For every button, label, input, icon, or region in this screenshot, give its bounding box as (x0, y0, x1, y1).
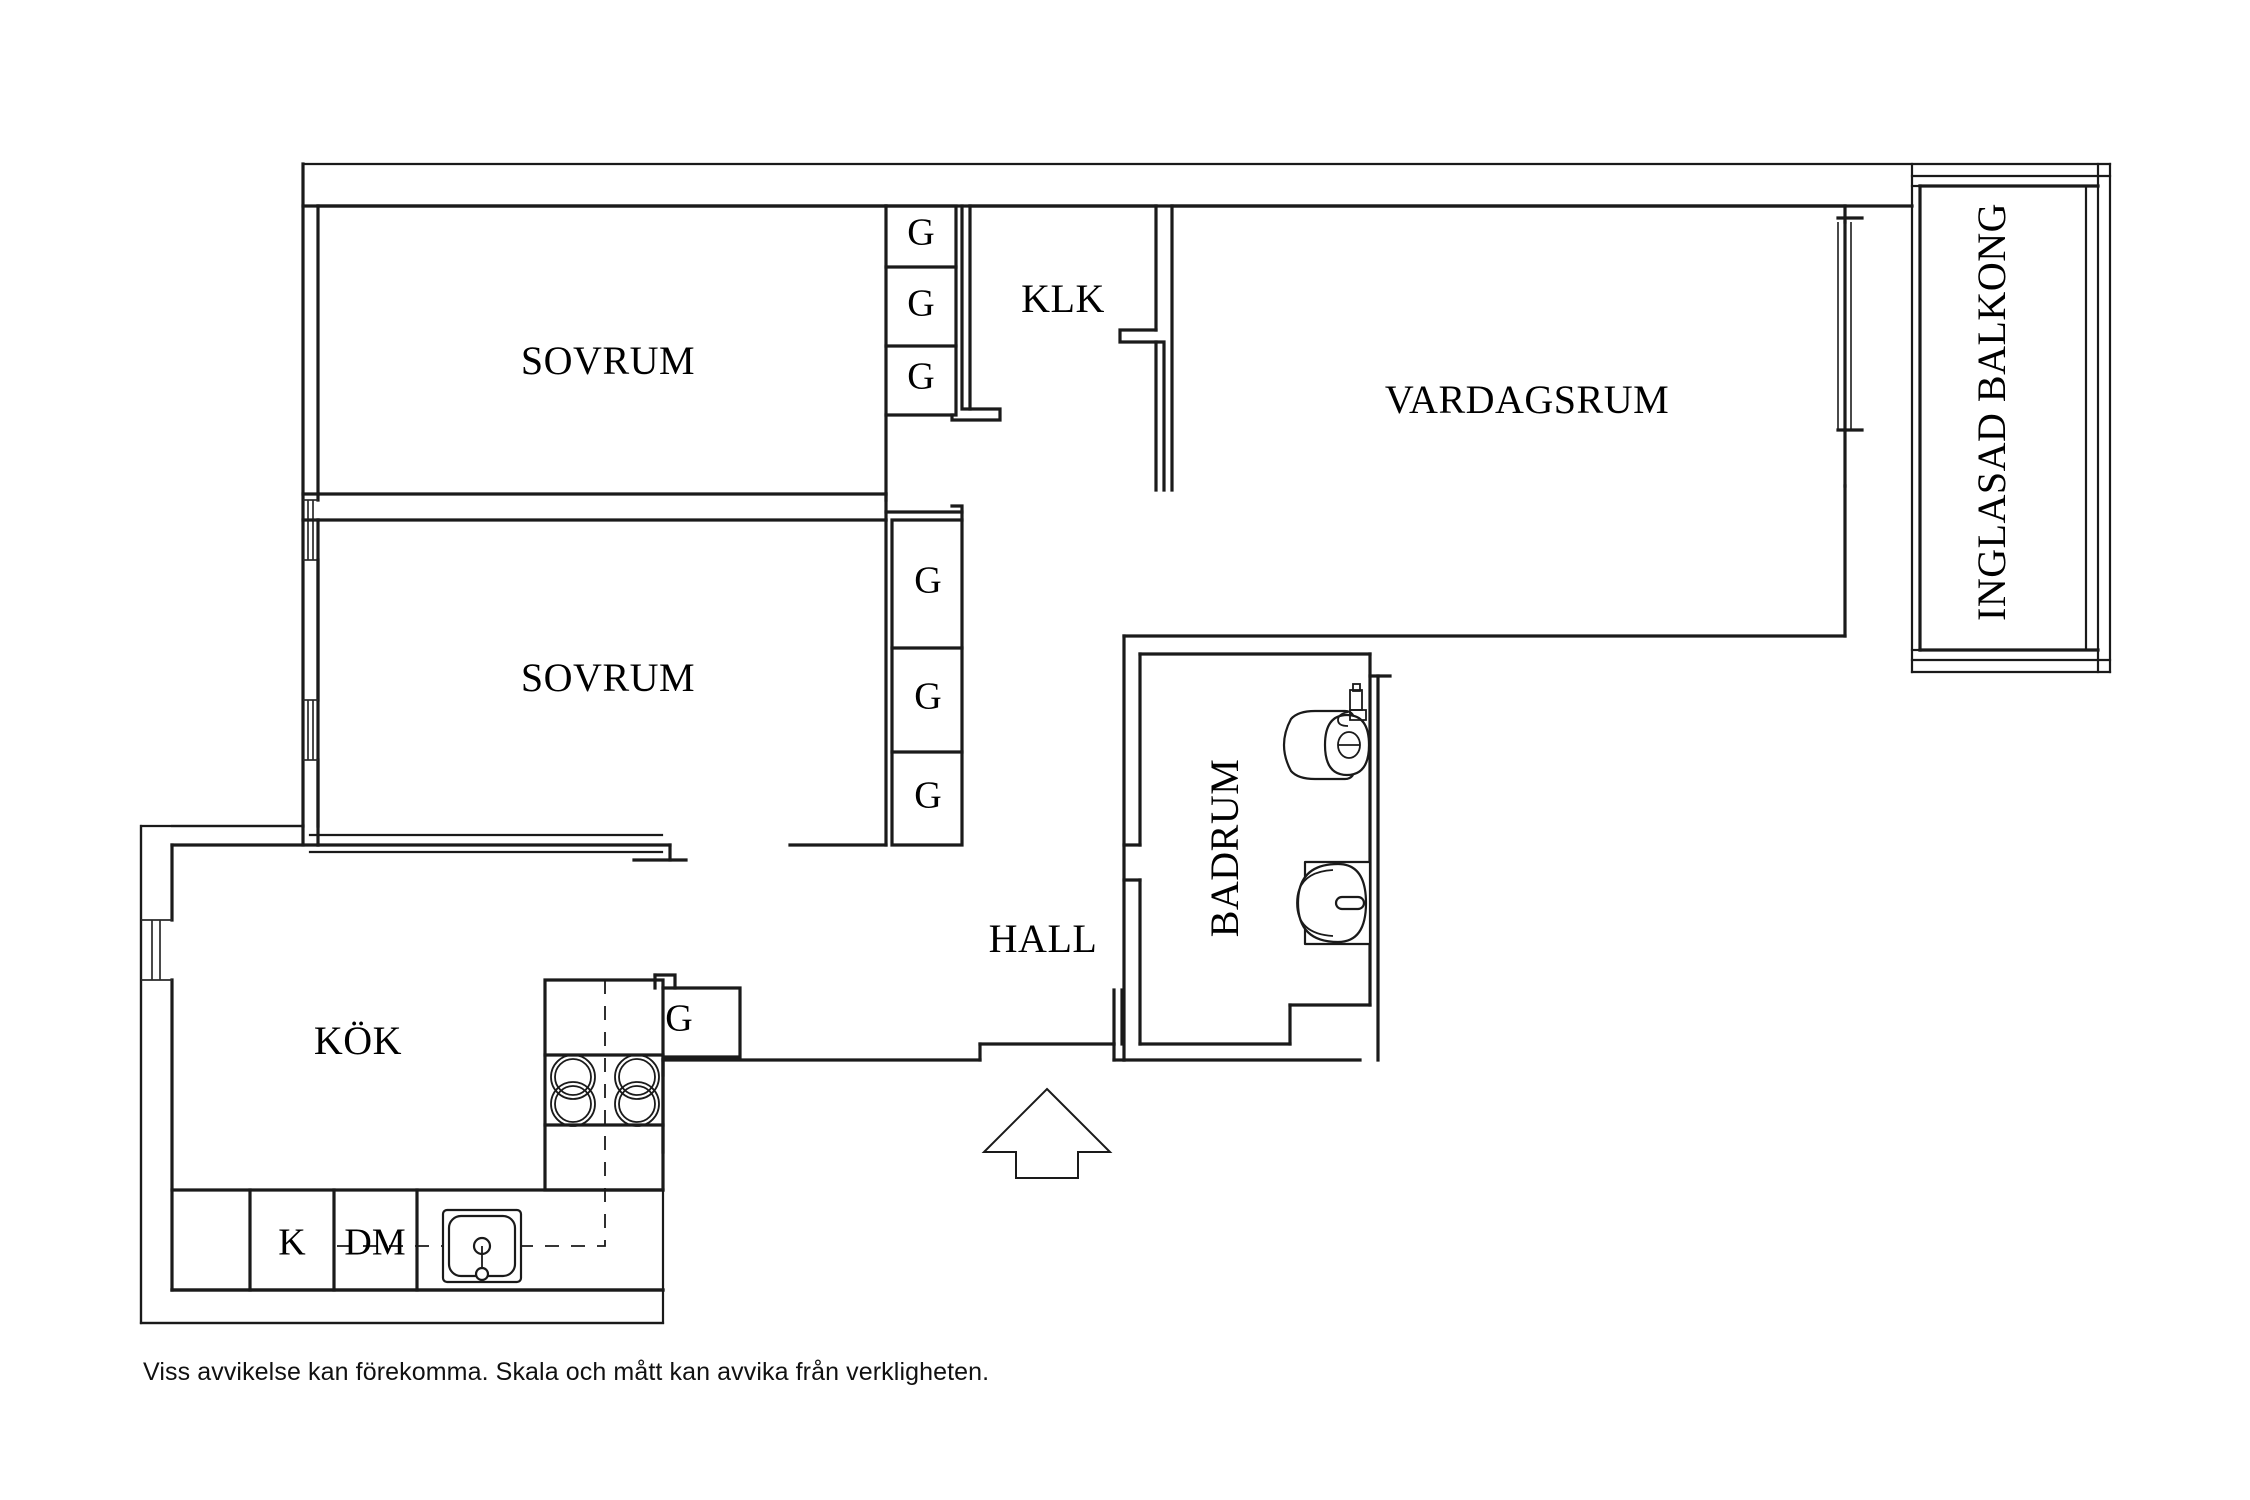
closet-label-g-mid-3: G (914, 775, 941, 817)
closet-stack-top (884, 204, 1002, 422)
stove-cooktop (550, 1054, 660, 1127)
room-label-kok: KÖK (314, 1018, 402, 1063)
room-badrum (1122, 634, 1392, 1062)
appliance-label-dishwasher: DM (344, 1222, 405, 1264)
room-label-inglasad-balkong: INGLASAD BALKONG (1969, 203, 2014, 621)
room-label-badrum: BADRUM (1202, 759, 1247, 938)
badrum-fixtures (1282, 683, 1372, 946)
kitchen-counters (170, 973, 742, 1292)
room-label-klk: KLK (1021, 276, 1105, 321)
closet-label-g-top-2: G (907, 283, 934, 325)
room-label-sovrum-top: SOVRUM (521, 338, 695, 383)
room-label-sovrum-middle: SOVRUM (521, 655, 695, 700)
closet-label-g-top-1: G (907, 212, 934, 254)
room-labels: SOVRUM KLK VARDAGSRUM INGLASAD BALKONG S… (314, 203, 2014, 1063)
room-klk (968, 204, 1166, 492)
toilet-fixture (1282, 709, 1371, 781)
room-sovrum-middle (301, 492, 888, 862)
appliance-label-fridge: K (278, 1222, 306, 1264)
room-vardagsrum (1122, 204, 1864, 638)
closet-kitchen (653, 973, 742, 1059)
closet-label-g-top-3: G (907, 356, 934, 398)
water-valve-fixture (1337, 683, 1367, 727)
sink-fixture (1296, 860, 1372, 946)
closet-labels: G G G G G G G (665, 212, 941, 1040)
disclaimer-text: Viss avvikelse kan förekomma. Skala och … (143, 1358, 990, 1386)
room-label-vardagsrum: VARDAGSRUM (1385, 377, 1669, 422)
room-inglasad-balkong (1910, 162, 2112, 674)
closet-label-g-mid-1: G (914, 560, 941, 602)
appliance-labels: K DM (278, 1222, 405, 1264)
room-sovrum-top (303, 204, 888, 828)
kitchen-sink (441, 1208, 523, 1284)
room-label-hall: HALL (989, 916, 1098, 961)
closet-label-g-kitchen: G (665, 998, 692, 1040)
entrance-arrow (981, 1087, 1113, 1179)
closet-label-g-mid-2: G (914, 676, 941, 718)
closet-stack-middle (884, 504, 964, 847)
